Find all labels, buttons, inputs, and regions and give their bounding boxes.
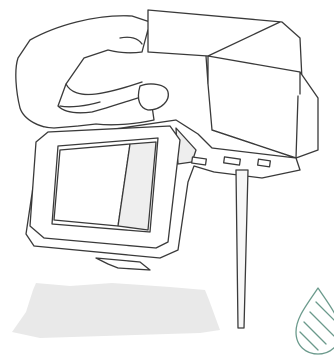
port-center — [224, 157, 241, 165]
hand-finger-line — [60, 102, 100, 107]
port-left — [192, 157, 207, 165]
probe — [236, 170, 248, 328]
water-drop-icon — [296, 288, 334, 354]
screen-panel-left — [54, 144, 130, 226]
port-right — [258, 159, 271, 167]
hand-thumbnail — [138, 84, 168, 110]
floor-shadow — [12, 283, 220, 338]
hand-thumb — [66, 82, 142, 95]
base-clip — [96, 258, 150, 270]
hand — [16, 16, 154, 128]
